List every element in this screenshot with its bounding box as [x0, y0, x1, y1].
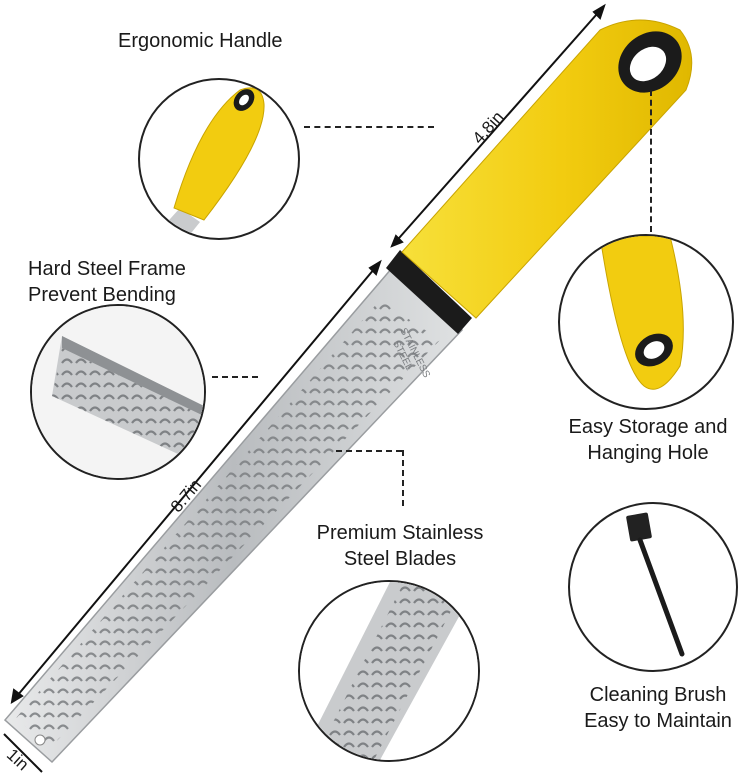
- width-dimension-line: [3, 733, 43, 773]
- premium-line1: Premium Stainless: [316, 522, 484, 544]
- premium-blades-circle: [298, 580, 480, 762]
- premium-leader-v: [402, 450, 404, 506]
- premium-leader-h: [336, 450, 402, 452]
- blade-closeup-image: [300, 582, 478, 760]
- hard-steel-line1: Hard Steel Frame: [28, 258, 186, 280]
- arrow-head: [368, 259, 382, 276]
- easy-storage-line2: Hanging Hole: [587, 442, 709, 464]
- ergonomic-handle-label: Ergonomic Handle: [118, 30, 283, 52]
- hard-steel-circle: [30, 304, 206, 480]
- brush-closeup-image: [626, 512, 685, 657]
- arrow-head: [10, 688, 24, 704]
- handle-dimension-line: [391, 5, 605, 247]
- hard-steel-leader: [212, 376, 258, 378]
- hard-steel-line2: Prevent Bending: [28, 284, 176, 306]
- blade-dimension-line: [11, 261, 381, 703]
- ergonomic-handle-circle: [138, 78, 300, 240]
- yellow-handle: [401, 19, 693, 319]
- hard-steel-label: Hard Steel Frame Prevent Bending: [28, 256, 186, 308]
- easy-storage-label: Easy Storage and Hanging Hole: [558, 414, 738, 466]
- easy-storage-leader: [650, 90, 652, 232]
- easy-storage-line1: Easy Storage and: [568, 416, 728, 438]
- handle-collar: [386, 250, 472, 334]
- ergonomic-handle-leader: [304, 126, 434, 128]
- premium-line2: Steel Blades: [343, 548, 457, 570]
- cleaning-line1: Cleaning Brush: [589, 684, 727, 706]
- steel-frame-closeup-image: [32, 306, 204, 478]
- arrow-head: [390, 234, 404, 248]
- cleaning-brush-label: Cleaning Brush Easy to Maintain: [568, 682, 748, 734]
- premium-label: Premium Stainless Steel Blades: [300, 520, 500, 572]
- easy-storage-circle: [558, 234, 734, 410]
- dimension-lines: [3, 3, 606, 773]
- arrow-head: [592, 3, 606, 20]
- cleaning-line2: Easy to Maintain: [584, 710, 732, 732]
- cleaning-brush-circle: [568, 502, 738, 672]
- handle-closeup-image: [160, 87, 265, 238]
- hanging-hole-closeup-image: [599, 236, 684, 390]
